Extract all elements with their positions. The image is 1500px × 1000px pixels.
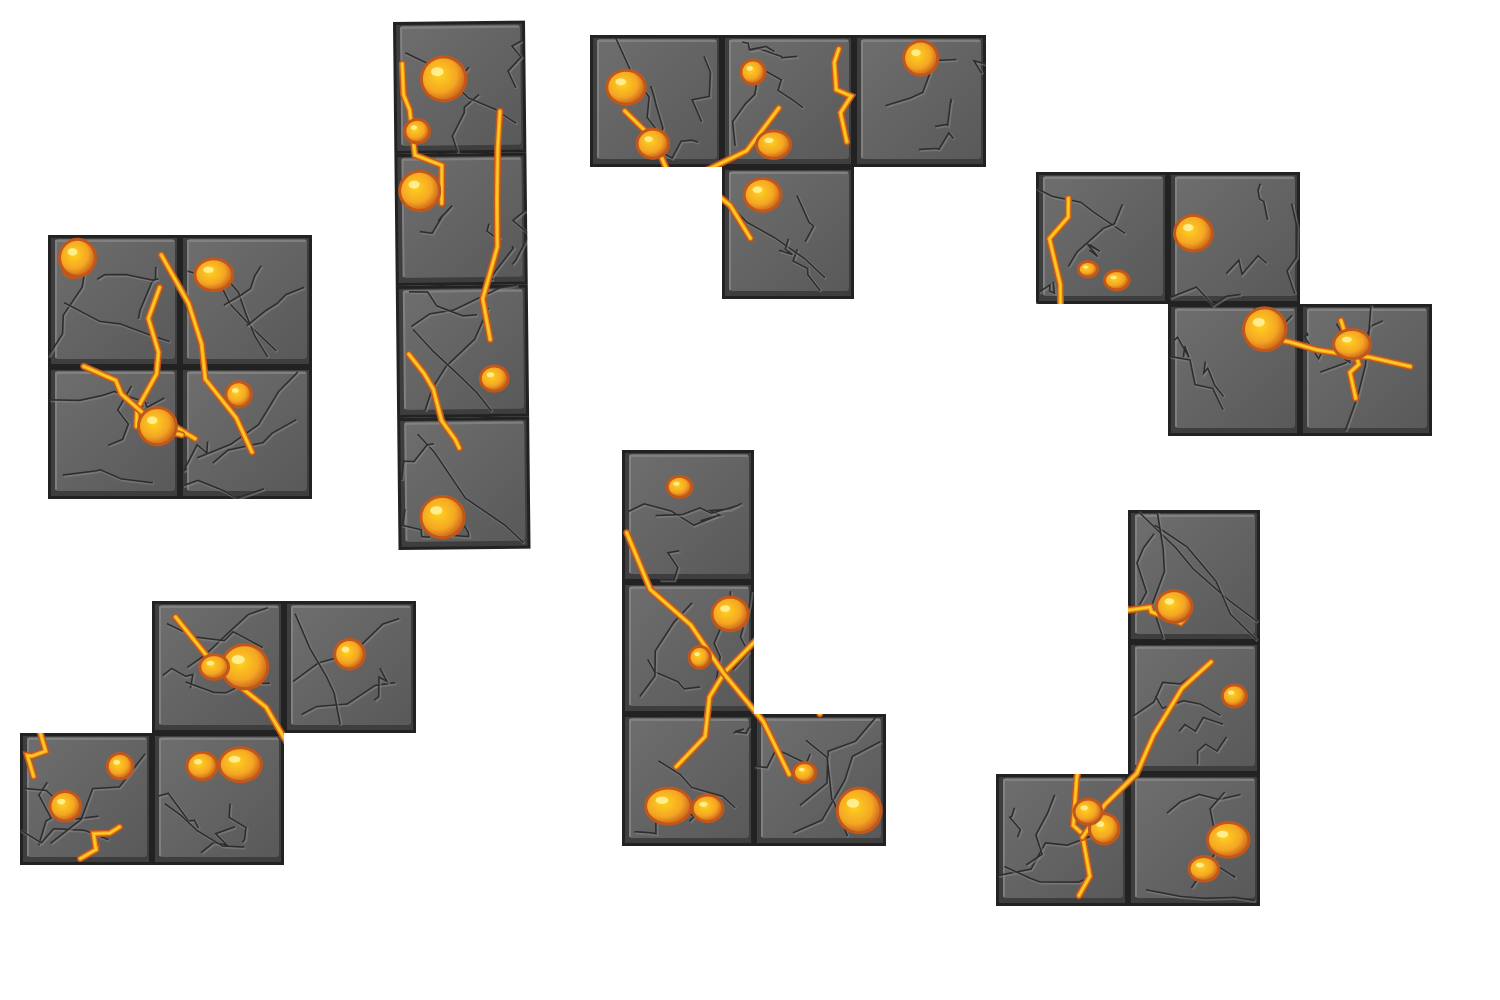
- stone-block: [622, 714, 754, 846]
- stone-block: [722, 167, 854, 299]
- pieces-layer: [20, 20, 1432, 906]
- l-tetromino[interactable]: [622, 450, 886, 846]
- lava-pools: [644, 474, 883, 835]
- lava-pools: [1076, 213, 1372, 361]
- lava-pools: [605, 39, 940, 213]
- t-tetromino[interactable]: [590, 35, 992, 299]
- o-tetromino[interactable]: [48, 235, 312, 499]
- lava-pools: [398, 55, 510, 540]
- lava-pools: [48, 637, 366, 823]
- j-tetromino[interactable]: [996, 510, 1260, 906]
- z-tetromino[interactable]: [1029, 172, 1432, 436]
- stone-cracks: [615, 37, 986, 293]
- lava-pools: [57, 237, 253, 447]
- s-tetromino[interactable]: [20, 601, 416, 865]
- i-tetromino[interactable]: [393, 20, 534, 550]
- lava-pools: [1072, 589, 1251, 883]
